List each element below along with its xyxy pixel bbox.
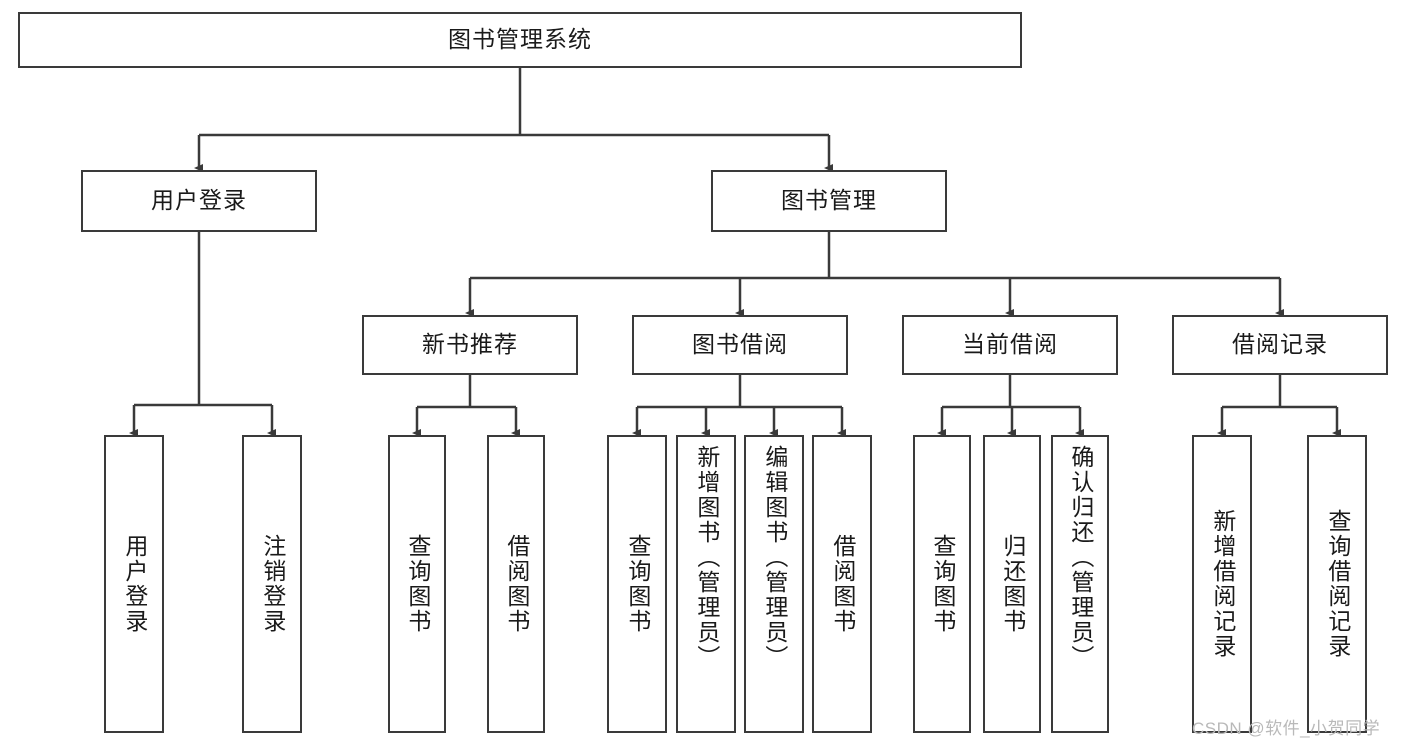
node-label: 确认归还（管理员） <box>1067 445 1094 670</box>
node-label: 编辑图书（管理员） <box>761 445 788 670</box>
node-book-borrow[interactable]: 图书借阅 <box>632 315 848 375</box>
node-label: 借阅记录 <box>1232 331 1328 358</box>
node-user-login[interactable]: 用户登录 <box>81 170 317 232</box>
node-label: 查询图书 <box>929 534 956 634</box>
node-new-book-rec[interactable]: 新书推荐 <box>362 315 578 375</box>
node-label: 查询图书 <box>624 534 651 634</box>
node-leaf-borrow-book-1[interactable]: 借阅图书 <box>487 435 545 733</box>
node-borrow-record[interactable]: 借阅记录 <box>1172 315 1388 375</box>
node-label: 图书借阅 <box>692 331 788 358</box>
node-label: 借阅图书 <box>503 534 530 634</box>
node-leaf-add-record[interactable]: 新增借阅记录 <box>1192 435 1252 733</box>
node-label: 查询借阅记录 <box>1324 509 1351 659</box>
node-root-book-management-system[interactable]: 图书管理系统 <box>18 12 1022 68</box>
node-leaf-confirm-return[interactable]: 确认归还（管理员） <box>1051 435 1109 733</box>
node-leaf-add-book[interactable]: 新增图书（管理员） <box>676 435 736 733</box>
node-label: 新增图书（管理员） <box>693 445 720 670</box>
node-leaf-logout[interactable]: 注销登录 <box>242 435 302 733</box>
node-leaf-borrow-book-2[interactable]: 借阅图书 <box>812 435 872 733</box>
node-label: 注销登录 <box>259 534 286 634</box>
node-leaf-query-record[interactable]: 查询借阅记录 <box>1307 435 1367 733</box>
node-book-manage[interactable]: 图书管理 <box>711 170 947 232</box>
node-label: 查询图书 <box>404 534 431 634</box>
node-label: 借阅图书 <box>829 534 856 634</box>
node-label: 新书推荐 <box>422 331 518 358</box>
node-label: 用户登录 <box>151 187 247 214</box>
csdn-watermark: CSDN @软件_小贺同学 <box>1192 719 1381 738</box>
node-leaf-return-book[interactable]: 归还图书 <box>983 435 1041 733</box>
node-label: 归还图书 <box>999 534 1026 634</box>
node-leaf-query-book-3[interactable]: 查询图书 <box>913 435 971 733</box>
node-leaf-query-book-1[interactable]: 查询图书 <box>388 435 446 733</box>
node-label: 图书管理 <box>781 187 877 214</box>
node-label: 用户登录 <box>121 534 148 634</box>
node-label: 图书管理系统 <box>448 26 592 53</box>
node-label: 当前借阅 <box>962 331 1058 358</box>
node-leaf-query-book-2[interactable]: 查询图书 <box>607 435 667 733</box>
node-current-borrow[interactable]: 当前借阅 <box>902 315 1118 375</box>
node-leaf-edit-book[interactable]: 编辑图书（管理员） <box>744 435 804 733</box>
node-label: 新增借阅记录 <box>1209 509 1236 659</box>
node-leaf-user-login[interactable]: 用户登录 <box>104 435 164 733</box>
